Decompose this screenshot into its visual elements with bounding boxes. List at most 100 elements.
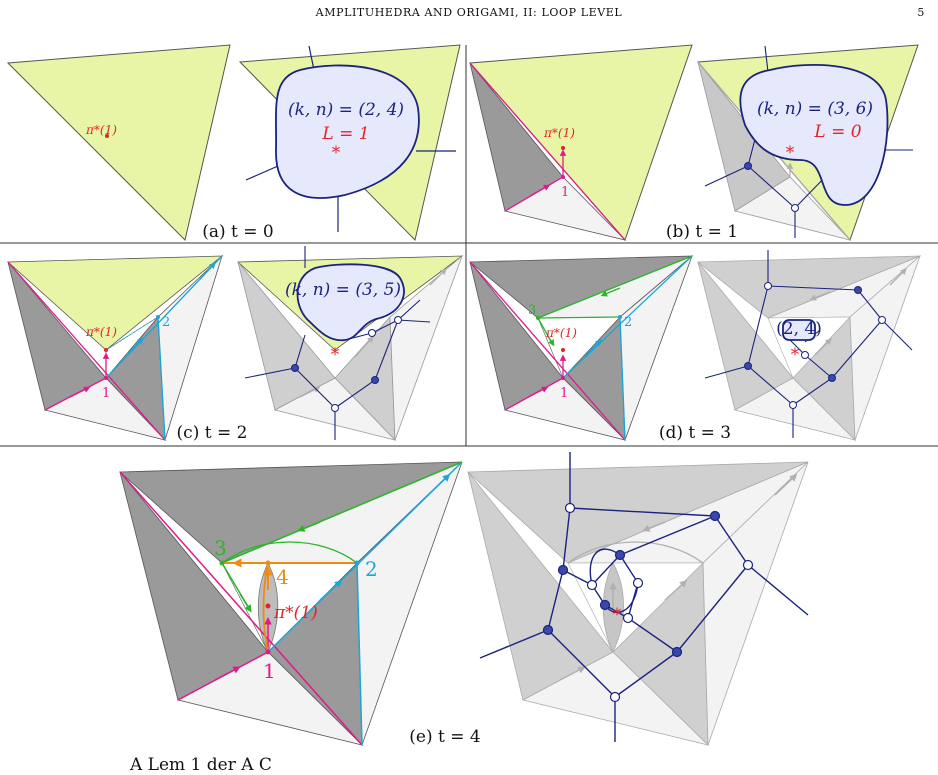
caption-b: (b) t = 1 <box>666 222 738 242</box>
graph-edge <box>881 319 913 351</box>
blob-c-asterisk: * <box>331 345 340 365</box>
panel-d: π*(1) 1 2 3 (2, 4) * <box>468 250 921 443</box>
vertex-2-label: 2 <box>162 315 170 330</box>
graph-edge <box>619 554 639 584</box>
black-vertex <box>671 646 683 658</box>
vertex-2-label: 2 <box>365 557 378 581</box>
vertex-1-label: 1 <box>561 185 569 200</box>
caption-e: (e) t = 4 <box>409 727 480 747</box>
vertex-2 <box>354 560 360 566</box>
graph-edge <box>747 365 794 406</box>
graph-edge <box>591 554 621 586</box>
black-vertex <box>709 510 721 522</box>
vertex-1-label: 1 <box>560 386 568 401</box>
graph-edge <box>767 285 859 291</box>
white-vertex <box>791 204 799 212</box>
black-vertex <box>744 362 752 370</box>
pi-star-label: π*(1) <box>543 126 575 140</box>
black-vertex <box>557 564 569 576</box>
pi-star-label: π*(1) <box>545 326 577 340</box>
black-vertex <box>744 162 752 170</box>
caption-d: (d) t = 3 <box>659 423 731 443</box>
graph-edge <box>747 285 769 367</box>
vertex-2 <box>156 315 160 319</box>
graph-edge <box>627 617 678 653</box>
graph-edge <box>562 507 571 571</box>
magenta-edge <box>469 62 626 241</box>
graph-edge <box>747 165 796 209</box>
vertex-4 <box>265 560 271 566</box>
cyan-arrow <box>319 579 343 601</box>
graph-edge <box>704 365 749 379</box>
panel-e: π*(1) 1 2 3 4 <box>118 452 809 747</box>
white-vertex <box>622 612 634 624</box>
caption-a: (a) t = 0 <box>202 222 274 242</box>
edge-spur <box>308 45 315 71</box>
white-vertex <box>331 404 339 412</box>
graph-arc <box>589 548 621 586</box>
pi-star-label: π*(1) <box>273 603 318 623</box>
gray-arrow <box>774 473 798 496</box>
cyan-arrow <box>584 339 602 357</box>
graph-edge <box>614 651 678 698</box>
white-vertex <box>609 691 621 703</box>
blob-c <box>296 263 405 342</box>
pi-star-label: π*(1) <box>85 123 117 137</box>
white-vertex <box>564 502 576 514</box>
blob-b-asterisk: * <box>786 143 795 163</box>
green-arrow <box>297 521 321 532</box>
vertex-2 <box>618 315 622 319</box>
graph-edge <box>371 319 399 334</box>
blob-d <box>782 319 816 341</box>
blob-a <box>275 64 420 199</box>
graph-edge <box>831 319 883 379</box>
graph-edge <box>792 377 833 406</box>
vertex-3 <box>219 560 225 566</box>
black-vertex <box>828 374 836 382</box>
white-vertex <box>368 329 376 337</box>
panel-c-right-light <box>389 254 463 441</box>
green-edge <box>537 255 693 319</box>
graph-edge <box>294 367 336 409</box>
panel-b: π*(1) 1 (k, n) = (3, 6) L = 0 * (b) t = … <box>468 44 919 242</box>
cyan-arrow <box>427 473 451 496</box>
graph-edge <box>569 507 716 517</box>
vertex-4-label: 4 <box>276 565 289 589</box>
gray-arrow <box>559 666 586 681</box>
cyan-arrow <box>127 337 144 355</box>
graph-edge <box>619 515 716 556</box>
panel-a: π*(1) (k, n) = (2, 4) L = 1 * (a) t = 0 <box>6 44 461 242</box>
panel-c-yellow <box>6 255 224 351</box>
vertex-3-label: 3 <box>528 303 536 318</box>
gray-arrow <box>809 291 831 301</box>
vertex-1 <box>265 649 271 655</box>
black-vertex <box>599 599 611 611</box>
black-vertex <box>291 364 299 372</box>
blob-b-L: L = 0 <box>813 122 861 142</box>
black-vertex <box>542 624 554 636</box>
graph-edge <box>397 299 421 321</box>
graph-edge <box>397 319 431 323</box>
white-vertex <box>764 282 772 290</box>
graph-edge <box>714 515 749 566</box>
gray-arrow <box>814 338 832 356</box>
blob-a-asterisk: * <box>332 143 341 163</box>
panel-a-left-quad <box>6 44 231 241</box>
magenta-edge <box>469 261 626 441</box>
graph-edge <box>562 569 593 586</box>
green-edge <box>537 316 621 319</box>
cyan-edge <box>562 255 693 379</box>
green-arc <box>221 541 358 564</box>
gray-arrow <box>642 521 666 532</box>
gray-arrow <box>429 268 447 286</box>
black-vertex <box>854 286 862 294</box>
pi-star-point <box>561 146 565 150</box>
magenta-arrow <box>214 666 241 681</box>
graph-edge <box>676 564 749 653</box>
blob-b-kn: (k, n) = (3, 6) <box>757 99 873 119</box>
graph-edge <box>747 564 809 616</box>
vertex-3-label: 3 <box>214 536 227 560</box>
magenta-arrow <box>527 386 549 398</box>
black-vertex <box>371 376 379 384</box>
